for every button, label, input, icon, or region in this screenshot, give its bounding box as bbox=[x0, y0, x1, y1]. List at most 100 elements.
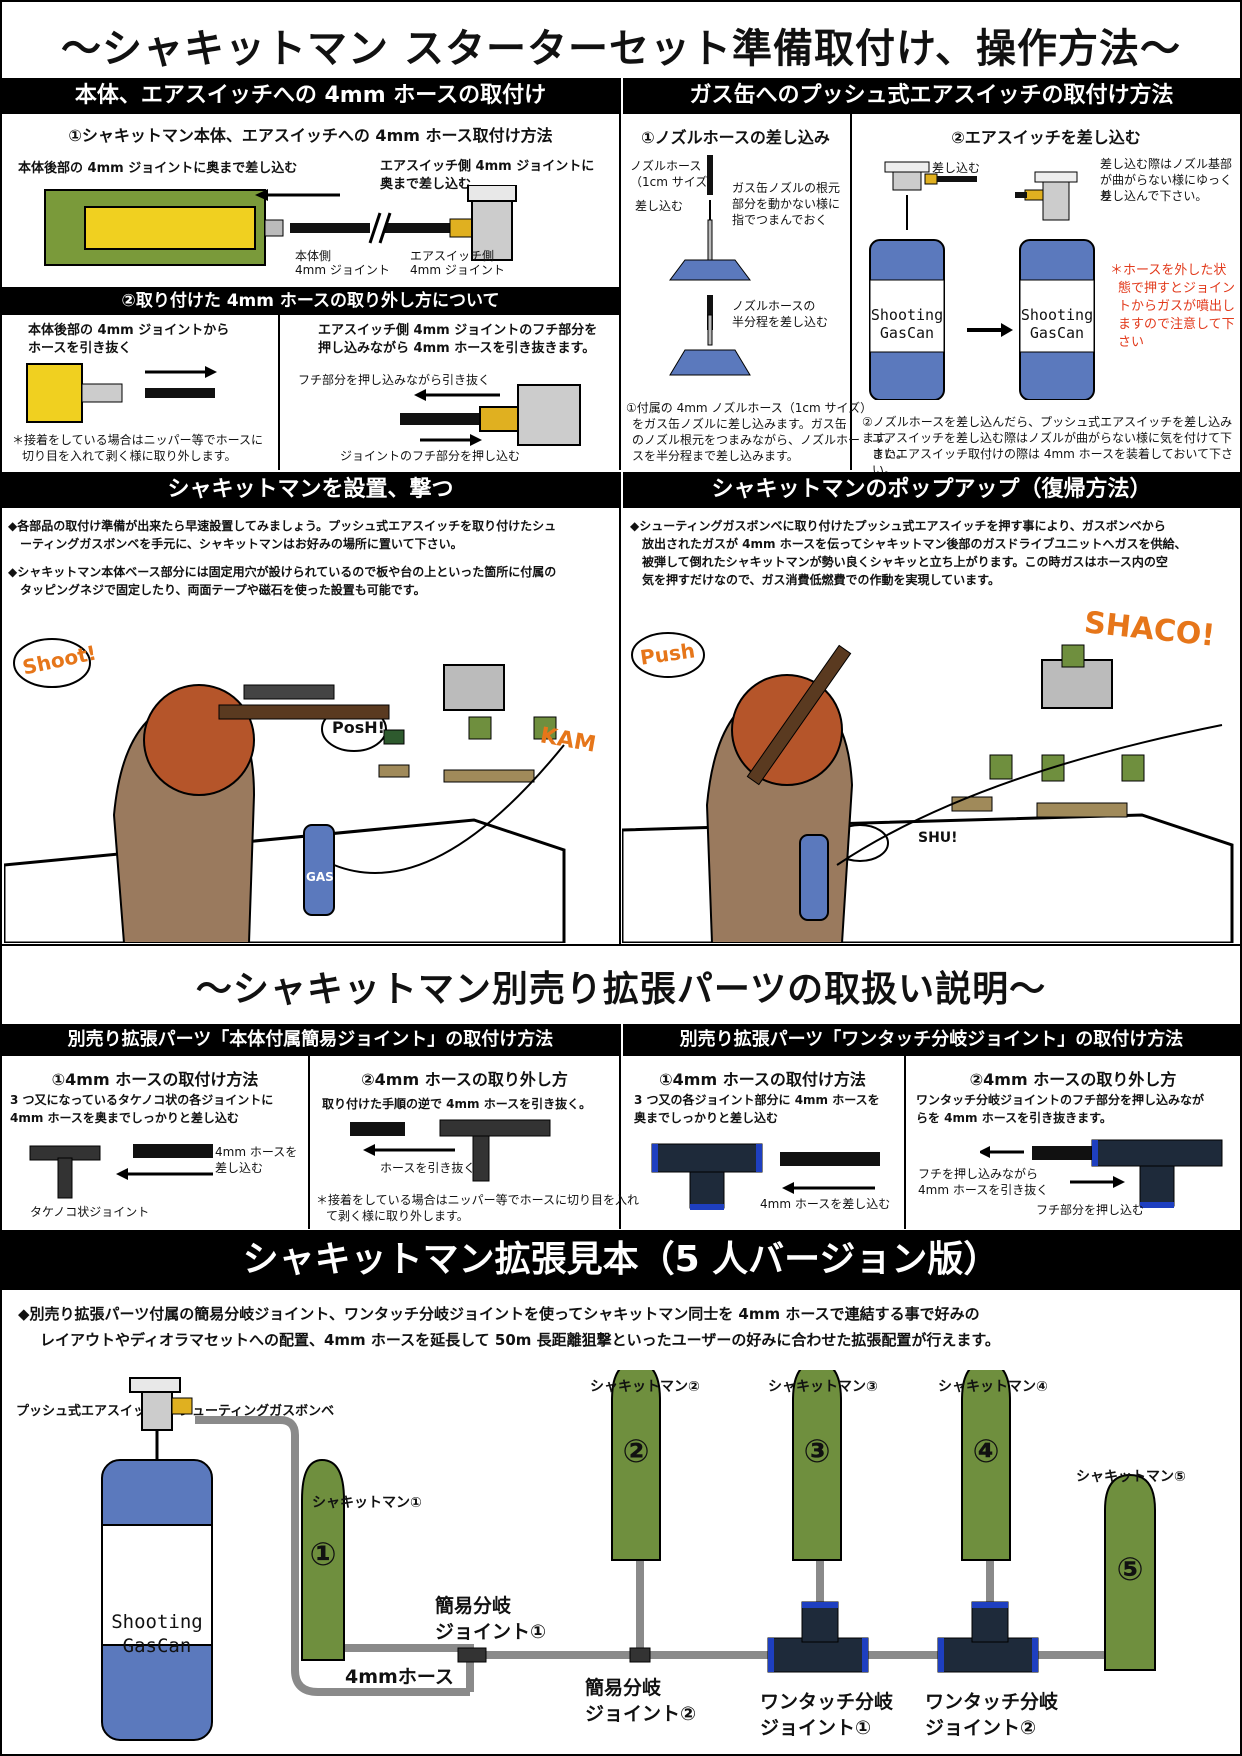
switch-note-3: 差し込んで下さい。 bbox=[1100, 189, 1208, 203]
a2-title: ②4mm ホースの取り外し方 bbox=[361, 1070, 568, 1089]
divider bbox=[619, 78, 621, 470]
can-label-line2: GasCan bbox=[1029, 324, 1085, 342]
nozzle-hose-2: （1cm サイズ） bbox=[630, 175, 720, 189]
step2-left-1: 本体後部の 4mm ジョイントから bbox=[28, 323, 230, 338]
step2-title: ②取り付けた 4mm ホースの取り外し方について bbox=[2, 287, 619, 315]
a1-hose-1: 4mm ホースを bbox=[215, 1145, 298, 1159]
warning-1: ＊ホースを外した状 bbox=[1110, 263, 1227, 278]
target-label-1: シャキットマン① bbox=[312, 1495, 422, 1511]
page-title: 〜シャキットマン スターターセット準備取付け、操作方法〜 bbox=[61, 26, 1181, 72]
b1-text-1: 3 つ又の各ジョイント部分に 4mm ホースを bbox=[634, 1093, 880, 1107]
step2-pull-label: フチ部分を押し込みながら引き抜く bbox=[298, 373, 491, 387]
setup-text-1: ◆各部品の取付け準備が出来たら早速設置してみましょう。プッシュ式エアスイッチを取… bbox=[8, 519, 557, 533]
target-label-2: シャキットマン② bbox=[590, 1379, 700, 1395]
onetouch-1-b: ジョイント① bbox=[760, 1717, 872, 1739]
section3-title: 〜シャキットマン別売り拡張パーツの取扱い説明〜 bbox=[195, 969, 1047, 1010]
hose-label: 4mmホース bbox=[345, 1666, 454, 1688]
divider bbox=[308, 1056, 310, 1229]
b2-text-2: らを 4mm ホースを引き抜きます。 bbox=[916, 1111, 1112, 1125]
gascan-switch-illustration bbox=[869, 161, 1095, 400]
step2-right-2: 押し込みながら 4mm ホースを引き抜きます。 bbox=[318, 341, 596, 356]
b1-insert-label: 4mm ホースを差し込む bbox=[760, 1197, 891, 1211]
layout-text-1: ◆別売り拡張パーツ付属の簡易分岐ジョイント、ワンタッチ分岐ジョイントを使ってシャ… bbox=[18, 1305, 980, 1323]
section-header-popup: シャキットマンのポップアップ（復帰方法） bbox=[623, 472, 1240, 508]
onetouch-joint-illustration bbox=[651, 1143, 880, 1210]
a1-text-2: 4mm ホースを奥までしっかりと差し込む bbox=[10, 1111, 239, 1125]
simple-joint-2-a: 簡易分岐 bbox=[585, 1677, 662, 1699]
b1-text-2: 奥までしっかりと差し込む bbox=[634, 1111, 779, 1125]
divider bbox=[0, 944, 1242, 946]
onetouch-2-b: ジョイント② bbox=[925, 1717, 1037, 1739]
switch-note-2: が曲がらない様にゆっくり bbox=[1100, 173, 1233, 204]
section-header-simple-joint: 別売り拡張パーツ「本体付属簡易ジョイント」の取付け方法 bbox=[2, 1024, 619, 1056]
target-number-3: ③ bbox=[803, 1432, 831, 1470]
a1-text-1: 3 つ又になっているタケノコ状の各ジョイントに bbox=[10, 1093, 274, 1107]
target-number-4: ④ bbox=[972, 1432, 1000, 1470]
switch-remove-illustration bbox=[400, 384, 581, 446]
gas-label: GAS bbox=[306, 870, 334, 884]
nozzle-title: ①ノズルホースの差し込み bbox=[641, 128, 830, 147]
nozzle-desc-2: をガス缶ノズルに差し込みます。ガス缶 bbox=[632, 417, 847, 431]
target-label-5: シャキットマン⑤ bbox=[1076, 1469, 1186, 1485]
popup-text-1: ◆シューティングガスボンベに取り付けたプッシュ式エアスイッチを押す事により、ガス… bbox=[630, 519, 1166, 533]
nozzle-hose-1: ノズルホース bbox=[630, 159, 702, 173]
target-label-3: シャキットマン③ bbox=[768, 1379, 878, 1395]
a1-title: ①4mm ホースの取付け方法 bbox=[51, 1070, 259, 1089]
body-joint-label-1: 本体側 bbox=[295, 249, 332, 263]
warning-4: ますので注意して下 bbox=[1118, 317, 1235, 332]
switch-joint-label-2: 4mm ジョイント bbox=[410, 263, 505, 277]
switch-title: ②エアスイッチを差し込む bbox=[951, 128, 1141, 147]
can-label-line1: Shooting bbox=[870, 306, 944, 324]
b2-pull-1: フチを押し込みながら bbox=[918, 1167, 1039, 1181]
a2-note-1: ＊接着をしている場合はニッパー等でホースに切り目を入れ bbox=[316, 1193, 640, 1207]
simple-joint-1-b: ジョイント① bbox=[435, 1621, 547, 1643]
sfx-posh: PosH! bbox=[332, 718, 385, 737]
b1-title: ①4mm ホースの取付け方法 bbox=[659, 1070, 866, 1089]
divider bbox=[850, 114, 852, 470]
nozzle-desc-1: ①付属の 4mm ノズルホース（1cm サイズ） bbox=[626, 401, 873, 415]
section-header-gascan-switch: ガス缶へのプッシュ式エアスイッチの取付け方法 bbox=[623, 78, 1240, 114]
step1-title: ①シャキットマン本体、エアスイッチへの 4mm ホース取付け方法 bbox=[68, 126, 553, 145]
can-label: Shooting GasCan bbox=[870, 306, 944, 342]
switch-insert: 差し込む bbox=[932, 161, 981, 175]
divider bbox=[278, 315, 280, 470]
step2-left-note-1: ＊接着をしている場合はニッパー等でホースに bbox=[12, 433, 264, 447]
body-joint-label-2: 4mm ジョイント bbox=[295, 263, 390, 277]
nozzle-insert: 差し込む bbox=[635, 199, 684, 213]
popup-text-4: 気を押すだけなので、ガス消費低燃費での作動を実現しています。 bbox=[642, 573, 1000, 587]
layout-can-label: Shooting GasCan bbox=[102, 1610, 212, 1658]
step1-right-note-2: 奥まで差し込む bbox=[380, 177, 472, 192]
popup-text-3: 被弾して倒れたシャキットマンが勢い良くシャキッと立ち上がります。この時ガスはホー… bbox=[642, 555, 1168, 569]
switch-desc-2: エアスイッチを差し込む際はノズルが曲がらない様に気を付けて下さい。 bbox=[872, 431, 1233, 462]
nozzle-illustration bbox=[669, 155, 751, 376]
a2-pull-label: ホースを引き抜く bbox=[380, 1161, 476, 1175]
step2-left-note-2: 切り目を入れて剥く様に取り外します。 bbox=[22, 449, 237, 463]
layout-text-2: レイアウトやディオラマセットへの配置、4mm ホースを延長して 50m 長距離狙… bbox=[40, 1331, 1000, 1349]
a2-text: 取り付けた手順の逆で 4mm ホースを引き抜く。 bbox=[322, 1097, 592, 1111]
nozzle-hold-3: 指でつまんでおく bbox=[732, 213, 828, 227]
onetouch-remove-illustration bbox=[980, 1139, 1223, 1208]
nozzle-half-2: 半分程を差し込む bbox=[732, 315, 829, 329]
step1-right-note-1: エアスイッチ側 4mm ジョイントに bbox=[380, 159, 595, 174]
target-label-4: シャキットマン④ bbox=[938, 1379, 1048, 1395]
layout-diagram bbox=[101, 1370, 1156, 1741]
nozzle-hold-1: ガス缶ノズルの根元 bbox=[732, 181, 841, 195]
sfx-shu: SHU! bbox=[918, 830, 958, 846]
step1-left-note: 本体後部の 4mm ジョイントに奥まで差し込む bbox=[18, 161, 298, 176]
can-label: Shooting GasCan bbox=[1020, 306, 1094, 342]
divider bbox=[619, 1024, 621, 1229]
step2-right-1: エアスイッチ側 4mm ジョイントのフチ部分を bbox=[318, 323, 598, 338]
nozzle-half-1: ノズルホースの bbox=[732, 299, 816, 313]
section-header-hose-attach: 本体、エアスイッチへの 4mm ホースの取付け bbox=[2, 78, 619, 114]
can-label-line1: Shooting bbox=[1020, 306, 1094, 324]
target-number-5: ⑤ bbox=[1116, 1550, 1144, 1588]
b2-title: ②4mm ホースの取り外し方 bbox=[969, 1070, 1177, 1089]
switch-joint-label-1: エアスイッチ側 bbox=[410, 249, 495, 263]
layout-can-line2: GasCan bbox=[122, 1635, 192, 1657]
simple-joint-1-a: 簡易分岐 bbox=[435, 1595, 512, 1617]
popup-scene-illustration bbox=[622, 632, 1234, 943]
onetouch-2-a: ワンタッチ分岐 bbox=[925, 1691, 1059, 1713]
section4-title: シャキットマン拡張見本（5 人バージョン版） bbox=[0, 1230, 1242, 1290]
b2-text-1: ワンタッチ分岐ジョイントのフチ部分を押し込みなが bbox=[916, 1093, 1205, 1107]
divider bbox=[619, 472, 621, 944]
